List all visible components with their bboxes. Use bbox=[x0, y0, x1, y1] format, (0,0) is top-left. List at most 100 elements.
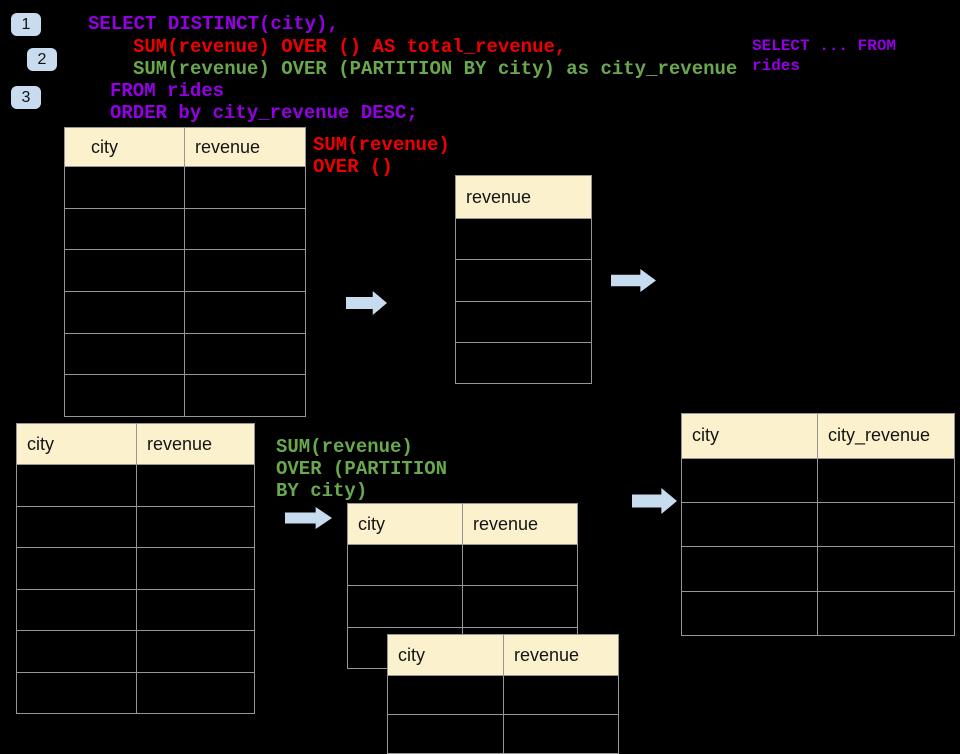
empty-cell bbox=[136, 630, 255, 673]
step-3-badge: 3 bbox=[11, 86, 41, 109]
total-annotation-line2: OVER () bbox=[313, 156, 393, 178]
empty-cell bbox=[681, 501, 818, 548]
table-row bbox=[64, 291, 306, 334]
sql-line-city-revenue: SUM(revenue) OVER (PARTITION BY city) as… bbox=[133, 58, 738, 80]
empty-cell bbox=[347, 543, 463, 587]
empty-cell bbox=[387, 675, 504, 715]
empty-cell bbox=[16, 505, 137, 548]
empty-cell bbox=[16, 671, 137, 714]
partition-annotation-line3: BY city) bbox=[276, 480, 368, 502]
table-row bbox=[16, 630, 255, 673]
column-header-city: city bbox=[387, 634, 504, 676]
column-header-revenue: revenue bbox=[455, 175, 592, 219]
table-row bbox=[64, 166, 306, 209]
empty-cell bbox=[455, 259, 592, 302]
empty-cell bbox=[681, 590, 818, 637]
empty-cell bbox=[64, 207, 185, 251]
total-revenue-table: revenue bbox=[455, 175, 592, 385]
empty-cell bbox=[64, 249, 185, 293]
column-header-revenue: revenue bbox=[136, 423, 255, 465]
table-row bbox=[681, 501, 955, 548]
empty-cell bbox=[136, 505, 255, 548]
table-row bbox=[64, 249, 306, 293]
empty-cell bbox=[184, 291, 306, 334]
arrow-source-to-total-icon bbox=[346, 291, 387, 315]
table-row bbox=[387, 675, 619, 715]
table-row bbox=[16, 671, 255, 714]
empty-cell bbox=[462, 543, 578, 587]
empty-cell bbox=[184, 249, 306, 293]
table-row bbox=[387, 714, 619, 754]
empty-cell bbox=[455, 300, 592, 343]
table-row bbox=[16, 464, 255, 507]
empty-cell bbox=[455, 341, 592, 385]
column-header-revenue: revenue bbox=[462, 503, 578, 545]
column-header-city: city bbox=[347, 503, 463, 545]
empty-cell bbox=[387, 714, 504, 754]
empty-cell bbox=[503, 714, 619, 754]
empty-cell bbox=[817, 590, 955, 637]
empty-cell bbox=[16, 547, 137, 590]
empty-cell bbox=[184, 374, 306, 418]
total-annotation-line1: SUM(revenue) bbox=[313, 134, 450, 156]
empty-cell bbox=[136, 588, 255, 631]
table-row bbox=[64, 374, 306, 418]
empty-cell bbox=[347, 585, 463, 628]
table-row bbox=[455, 217, 592, 261]
source-table-top: city revenue bbox=[64, 127, 306, 418]
empty-cell bbox=[455, 217, 592, 261]
partition-annotation: SUM(revenue) OVER (PARTITION BY city) bbox=[276, 436, 447, 502]
empty-cell bbox=[16, 588, 137, 631]
empty-cell bbox=[817, 546, 955, 592]
empty-cell bbox=[184, 332, 306, 376]
partition-overlay-table: city revenue bbox=[387, 634, 619, 754]
empty-cell bbox=[817, 501, 955, 548]
table-row bbox=[681, 546, 955, 592]
column-header-city: city bbox=[64, 127, 185, 167]
empty-cell bbox=[16, 464, 137, 507]
column-header-city: city bbox=[16, 423, 137, 465]
arrow-partition-to-result-icon bbox=[632, 488, 677, 514]
empty-cell bbox=[681, 546, 818, 592]
table-row bbox=[455, 259, 592, 302]
table-row bbox=[347, 543, 578, 587]
empty-cell bbox=[16, 630, 137, 673]
total-revenue-annotation: SUM(revenue) OVER () bbox=[313, 134, 450, 178]
step-1-badge: 1 bbox=[11, 13, 41, 36]
column-header-revenue: revenue bbox=[503, 634, 619, 676]
table-row bbox=[64, 332, 306, 376]
column-header-revenue: revenue bbox=[184, 127, 306, 167]
table-row bbox=[16, 547, 255, 590]
sql-line-total-revenue: SUM(revenue) OVER () AS total_revenue, bbox=[133, 36, 567, 58]
empty-cell bbox=[64, 374, 185, 418]
from-clause-note-line2: rides bbox=[752, 57, 801, 75]
sql-window-function-slide: { "badges": ["1", "2", "3"], "sql_code":… bbox=[11, 13, 955, 754]
empty-cell bbox=[503, 675, 619, 715]
table-row bbox=[347, 585, 578, 628]
sql-line-order-by: ORDER by city_revenue DESC; bbox=[110, 102, 418, 124]
empty-cell bbox=[64, 291, 185, 334]
empty-cell bbox=[136, 671, 255, 714]
empty-cell bbox=[64, 332, 185, 376]
step-2-badge: 2 bbox=[27, 48, 57, 71]
empty-cell bbox=[184, 207, 306, 251]
empty-cell bbox=[817, 457, 955, 503]
arrow-total-to-result-icon bbox=[611, 269, 656, 292]
empty-cell bbox=[64, 166, 185, 209]
table-row bbox=[64, 207, 306, 251]
table-row bbox=[16, 505, 255, 548]
from-clause-note-line1: SELECT ... FROM bbox=[752, 37, 897, 55]
result-table: city city_revenue bbox=[681, 413, 955, 637]
arrow-source-to-partition-icon bbox=[285, 507, 332, 529]
table-row bbox=[681, 590, 955, 637]
column-header-city-revenue: city_revenue bbox=[817, 413, 955, 459]
partition-annotation-line1: SUM(revenue) bbox=[276, 436, 413, 458]
sql-line-select: SELECT DISTINCT(city), bbox=[88, 13, 339, 35]
empty-cell bbox=[136, 547, 255, 590]
partition-annotation-line2: OVER (PARTITION bbox=[276, 458, 448, 480]
column-header-city: city bbox=[681, 413, 818, 459]
source-table-bottom: city revenue bbox=[16, 423, 255, 714]
table-row bbox=[16, 588, 255, 631]
empty-cell bbox=[681, 457, 818, 503]
empty-cell bbox=[462, 585, 578, 628]
